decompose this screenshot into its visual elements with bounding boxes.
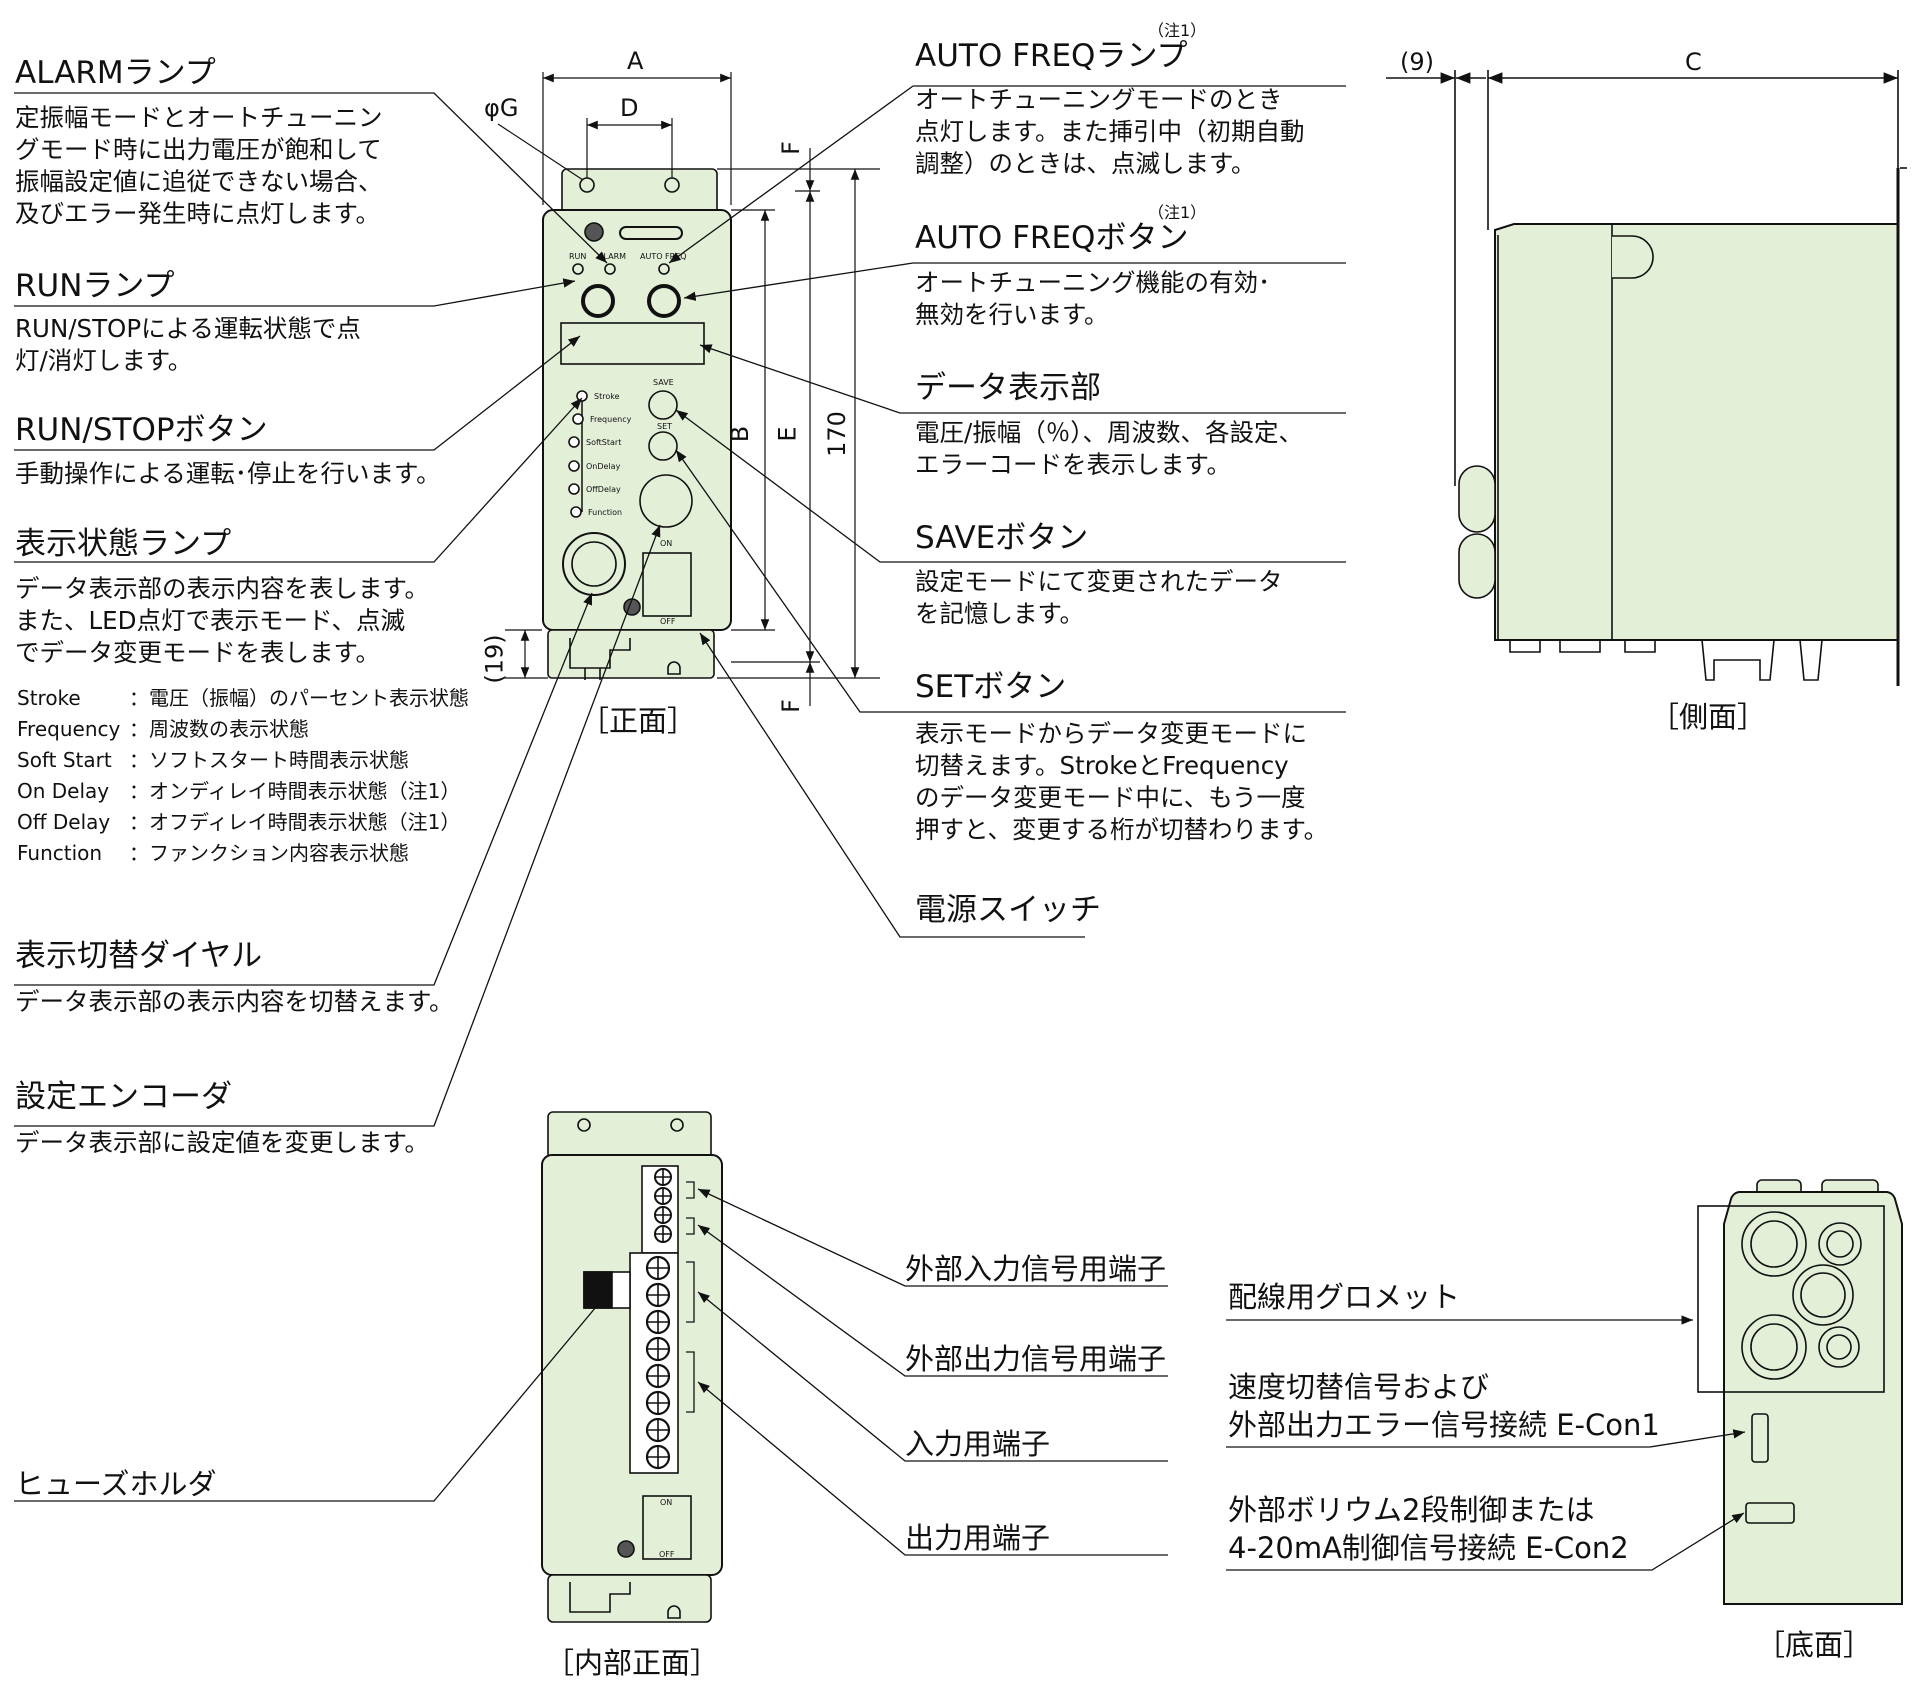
side-view <box>1386 70 1907 686</box>
data-display-title: データ表示部 <box>915 370 1101 406</box>
legend-row: Frequency：周波数の表示状態 <box>17 717 309 741</box>
alarm-label: ALARM <box>598 252 626 261</box>
front-view <box>542 168 732 680</box>
caption-front: ［正面］ <box>580 704 697 738</box>
status-lamp-desc: データ表示部の表示内容を表します。 また、LED点灯で表示モード、点滅 でデータ… <box>15 574 430 667</box>
dim-19: (19) <box>480 634 509 684</box>
auto-freq-lamp-note: （注1） <box>1148 21 1207 40</box>
save-button-title: SAVEボタン <box>915 520 1089 556</box>
led-label: OffDelay <box>586 485 621 494</box>
set-button-desc: 表示モードからデータ変更モードに 切替えます。StrokeとFrequency … <box>915 719 1329 844</box>
save-label: SAVE <box>653 378 674 387</box>
alarm-lamp-desc: 定振幅モードとオートチューニン グモード時に出力電圧が飽和して 振幅設定値に追従… <box>15 103 383 228</box>
led-label: OnDelay <box>586 462 621 471</box>
dim-f-top: F <box>776 141 805 155</box>
legend-row: Soft Start：ソフトスタート時間表示状態 <box>17 748 409 772</box>
legend-row: On Delay：オンディレイ時間表示状態（注1） <box>17 779 461 803</box>
dim-e: E <box>773 426 802 442</box>
legend-row: Off Delay：オフディレイ時間表示状態（注1） <box>17 810 461 834</box>
dim-b: B <box>726 425 755 443</box>
run-stop-button-title: RUN/STOPボタン <box>15 412 268 448</box>
dim-170: 170 <box>822 411 851 457</box>
caption-inner: ［内部正面］ <box>545 1646 720 1680</box>
econ2-label: 外部ボリウム2段制御または 4-20mA制御信号接続 E-Con2 <box>1228 1493 1629 1565</box>
display-dial-desc: データ表示部の表示内容を切替えます。 <box>15 987 454 1016</box>
front-leaders <box>14 85 1346 1127</box>
auto-freq-button-title: AUTO FREQボタン <box>915 220 1189 256</box>
econ1-label: 速度切替信号および 外部出力エラー信号接続 E-Con1 <box>1228 1370 1660 1442</box>
on-label: ON <box>660 539 672 548</box>
grommet-label: 配線用グロメット <box>1228 1280 1461 1314</box>
inner-off-label: OFF <box>659 1550 675 1559</box>
run-lamp-title: RUNランプ <box>15 268 175 304</box>
encoder-title: 設定エンコーダ <box>15 1079 232 1115</box>
dim-a: A <box>627 47 644 75</box>
display-dial-title: 表示切替ダイヤル <box>15 938 263 974</box>
auto-freq-lamp-desc: オートチューニングモードのとき 点灯します。また挿引中（初期自動 調整）のときは… <box>915 85 1305 178</box>
led-label: SoftStart <box>586 438 621 447</box>
dim-g: φG <box>484 94 519 122</box>
set-label: SET <box>657 422 672 431</box>
led-label: Frequency <box>590 415 632 424</box>
dim-f-bottom: F <box>776 699 805 713</box>
inner-front-view <box>541 1111 723 1623</box>
bottom-leaders <box>1226 1315 1746 1571</box>
auto-freq-label: AUTO FREQ <box>640 252 687 261</box>
dim-c: C <box>1685 48 1702 76</box>
power-switch-title: 電源スイッチ <box>915 892 1101 928</box>
dim-d: D <box>620 94 639 122</box>
ext-output-terminal-label: 外部出力信号用端子 <box>905 1342 1167 1376</box>
front-panel-labels: RUN ALARM AUTO FREQ SAVE SET ON OFF Stro… <box>569 252 687 1559</box>
encoder-desc: データ表示部に設定値を変更します。 <box>15 1128 430 1157</box>
front-dimensions <box>497 72 880 706</box>
status-lamp-title: 表示状態ランプ <box>15 526 232 562</box>
legend-row: Function：ファンクション内容表示状態 <box>17 841 409 865</box>
led-label: Stroke <box>594 392 620 401</box>
auto-freq-button-note: （注1） <box>1148 203 1207 222</box>
ext-input-terminal-label: 外部入力信号用端子 <box>905 1252 1167 1286</box>
auto-freq-lamp-title: AUTO FREQランプ <box>915 38 1188 74</box>
run-label: RUN <box>569 252 586 261</box>
auto-freq-button-desc: オートチューニング機能の有効･ 無効を行います。 <box>915 268 1271 329</box>
output-terminal-label: 出力用端子 <box>905 1521 1051 1555</box>
data-display-desc: 電圧/振幅（％）、周波数、各設定、 エラーコードを表示します。 <box>915 418 1304 479</box>
save-button-desc: 設定モードにて変更されたデータ を記憶します。 <box>915 567 1283 628</box>
led-label: Function <box>588 508 622 517</box>
run-stop-button-desc: 手動操作による運転･停止を行います。 <box>15 459 441 488</box>
off-label: OFF <box>660 617 676 626</box>
legend-row: Stroke：電圧（振幅）のパーセント表示状態 <box>17 686 469 710</box>
input-terminal-label: 入力用端子 <box>905 1427 1051 1461</box>
inner-leaders <box>14 1188 1168 1556</box>
bottom-view <box>1697 1179 1903 1605</box>
alarm-lamp-title: ALARMランプ <box>15 55 216 91</box>
set-button-title: SETボタン <box>915 669 1067 705</box>
caption-side: ［側面］ <box>1650 700 1767 734</box>
status-legend: Stroke：電圧（振幅）のパーセント表示状態 Frequency：周波数の表示… <box>17 683 469 869</box>
run-lamp-desc: RUN/STOPによる運転状態で点 灯/消灯します。 <box>15 314 361 375</box>
inner-on-label: ON <box>660 1498 672 1507</box>
caption-bottom: ［底面］ <box>1756 1628 1873 1662</box>
dim-9: (9) <box>1400 48 1434 76</box>
fuse-holder-label: ヒューズホルダ <box>15 1467 217 1501</box>
